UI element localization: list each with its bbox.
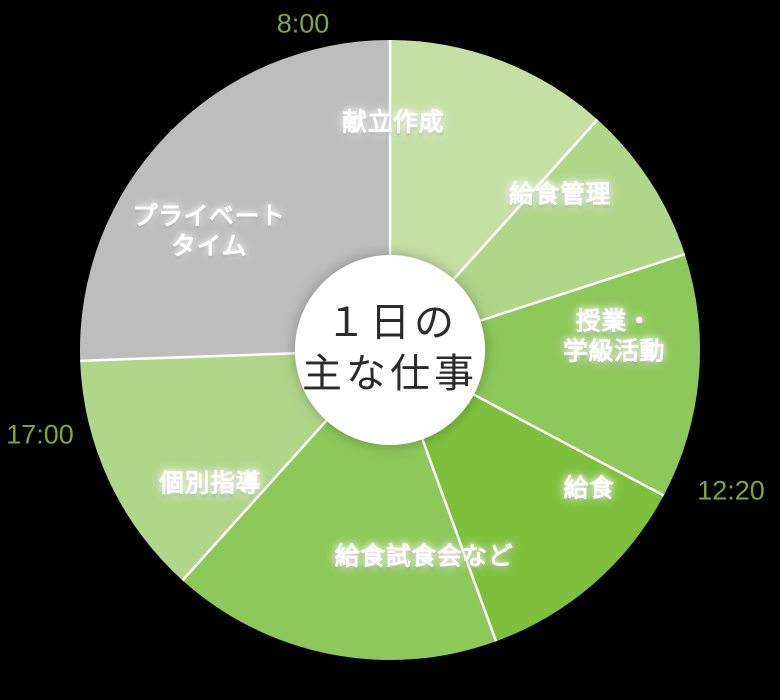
pie-slice-kyushoku[interactable] <box>390 350 664 642</box>
time-label-end-1700: 17:00 <box>6 419 74 450</box>
slice-divider <box>419 435 498 642</box>
slice-divider <box>449 118 599 284</box>
pie-slice-private-time[interactable] <box>80 40 390 361</box>
center-title: １日の 主な仕事 <box>302 299 478 396</box>
center-hole <box>295 255 485 445</box>
slice-divider <box>469 391 665 497</box>
slice-divider <box>476 253 686 324</box>
pie-slice-jugyo-gakkyu-katsudo[interactable] <box>390 254 700 496</box>
time-label-start-8am: 8:00 <box>276 8 330 39</box>
slice-dividers <box>80 40 686 642</box>
slice-divider <box>80 351 300 363</box>
time-label-lunch-1220: 12:20 <box>697 475 765 506</box>
pie-slice-kobetsu-shido[interactable] <box>80 350 390 581</box>
slice-divider <box>181 416 331 582</box>
